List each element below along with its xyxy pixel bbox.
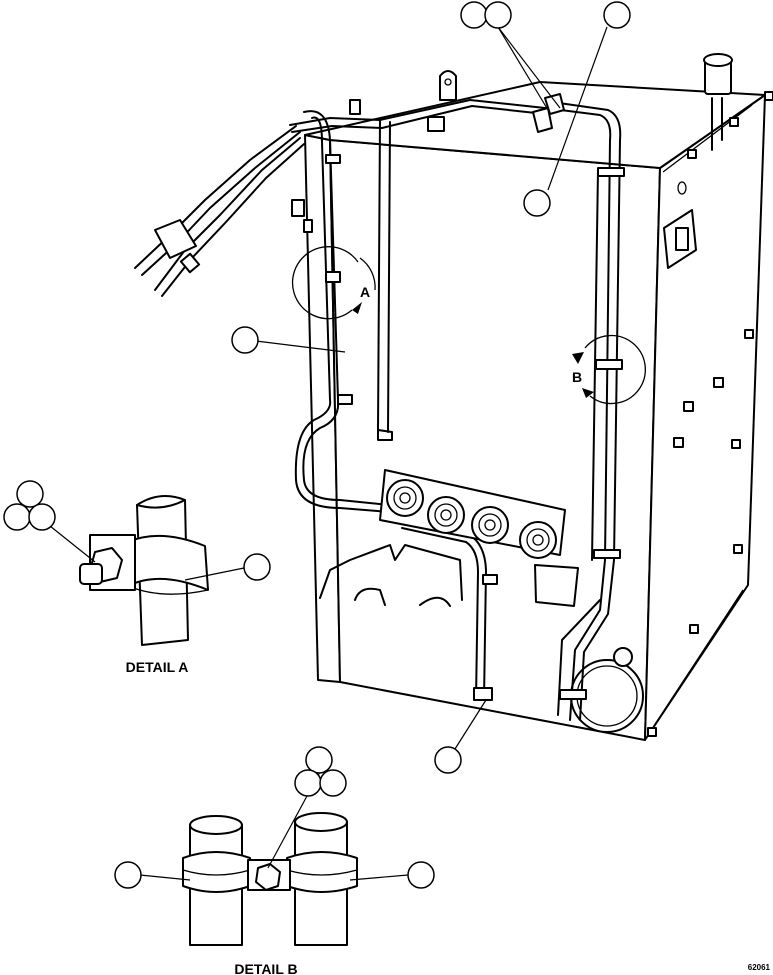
callout-balloons	[3, 1, 631, 889]
hydraulic-tank	[291, 53, 773, 741]
view-a-letter: A	[360, 284, 370, 300]
callout-balloon	[114, 861, 142, 889]
callout-balloon	[305, 746, 333, 774]
callout-balloon	[16, 480, 44, 508]
callout-leaders	[29, 26, 608, 881]
detail-a-view	[79, 495, 209, 646]
detail-b-view	[182, 812, 358, 946]
callout-balloon	[434, 746, 462, 774]
callout-balloon	[294, 769, 322, 797]
callout-balloon	[523, 189, 551, 217]
valve-manifold	[319, 469, 579, 607]
figure-id: 62061	[748, 963, 771, 972]
view-b-indicator: B	[572, 334, 646, 405]
callout-balloon	[460, 1, 488, 29]
callout-balloon	[603, 1, 631, 29]
view-b-letter: B	[572, 369, 582, 385]
callout-balloon	[28, 503, 56, 531]
callout-balloon	[484, 1, 512, 29]
callout-balloon	[319, 769, 347, 797]
detail-b-title: DETAIL B	[234, 961, 297, 975]
view-a-indicator: A	[291, 246, 376, 320]
callout-balloon	[407, 861, 435, 889]
callout-balloon	[231, 326, 259, 354]
callout-balloon	[243, 553, 271, 581]
hose-routing	[134, 93, 625, 721]
detail-a-title: DETAIL A	[126, 659, 189, 675]
callout-balloon	[3, 503, 31, 531]
